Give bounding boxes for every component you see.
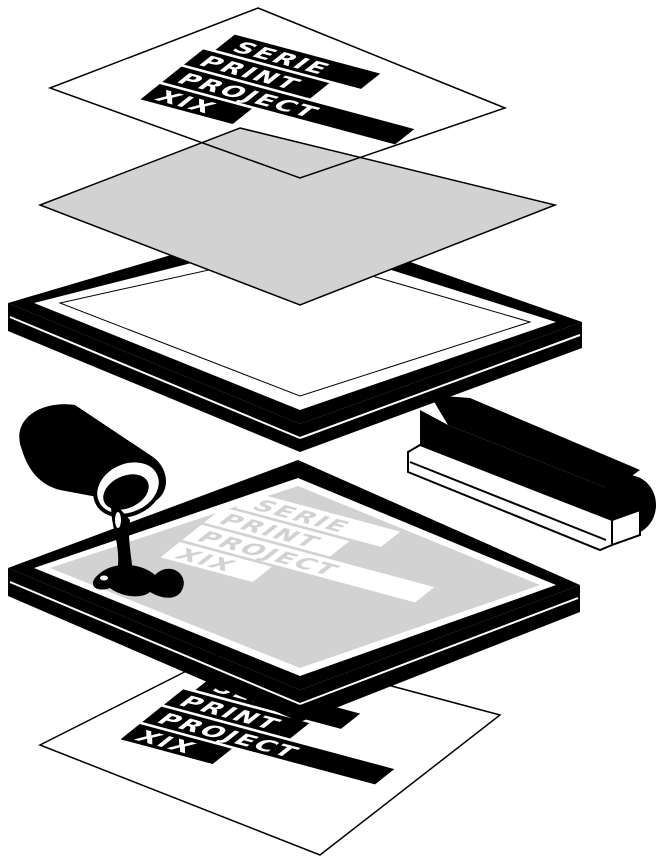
film-layer: SERIE PRINT PROJECT XIX: [50, 8, 505, 178]
